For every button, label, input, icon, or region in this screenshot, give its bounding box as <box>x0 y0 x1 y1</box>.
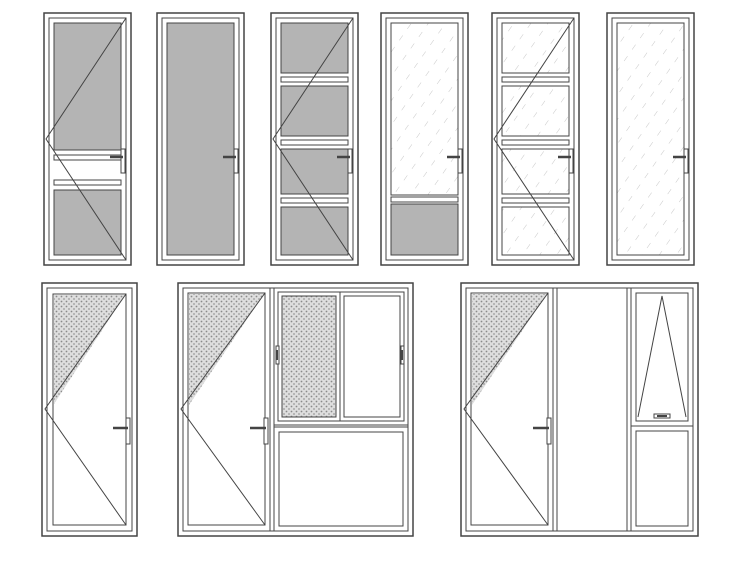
window-latch-icon <box>653 413 671 419</box>
mesh-door-single <box>41 282 138 537</box>
door-4 <box>380 12 469 266</box>
door-muntin <box>280 76 349 83</box>
door-panel <box>390 203 459 256</box>
door-handle-icon <box>447 148 463 174</box>
door-muntin <box>280 139 349 146</box>
mesh-door-with-sidelight-and-transom <box>460 282 699 537</box>
swing-line <box>45 17 127 261</box>
fixed-sidelight <box>556 287 628 532</box>
mesh-door-with-sidelight <box>177 282 414 537</box>
lower-panel-inner <box>635 430 689 527</box>
door-handle-icon <box>673 148 689 174</box>
door-6 <box>606 12 695 266</box>
mesh-screen <box>281 295 337 418</box>
door-handle-icon <box>110 148 126 174</box>
door-handle-icon <box>558 148 574 174</box>
window-latch-icon <box>400 345 405 365</box>
door-glass <box>390 22 459 196</box>
door-muntin <box>280 197 349 204</box>
swing-line <box>637 295 687 418</box>
door-handle-icon <box>533 417 552 445</box>
door-panel <box>53 189 122 256</box>
door-3 <box>270 12 359 266</box>
door-glass <box>501 85 570 137</box>
swing-line <box>463 292 549 526</box>
door-panel <box>166 22 235 256</box>
door-panel <box>280 148 349 195</box>
door-glass <box>501 206 570 256</box>
window-latch-icon <box>275 345 280 365</box>
door-panel <box>280 206 349 256</box>
swing-line <box>180 292 266 526</box>
door-2 <box>156 12 245 266</box>
window-glass <box>343 295 401 418</box>
door-panel <box>280 85 349 137</box>
mesh-screen <box>472 294 547 405</box>
door-muntin <box>53 179 122 186</box>
door-muntin <box>501 197 570 204</box>
door-handle-icon <box>223 148 239 174</box>
door-muntin <box>501 139 570 146</box>
swing-line <box>44 293 127 526</box>
awning-window-sash <box>635 292 689 422</box>
door-glass <box>501 22 570 74</box>
door-1 <box>43 12 132 266</box>
lower-panel-inner <box>278 431 404 527</box>
door-panel <box>280 22 349 74</box>
door-glass <box>501 148 570 195</box>
door-panel <box>53 22 122 151</box>
door-muntin <box>501 76 570 83</box>
swing-line <box>493 17 575 261</box>
door-glass <box>616 22 685 256</box>
mesh-screen <box>54 295 125 404</box>
mesh-screen <box>189 294 264 405</box>
door-handle-icon <box>113 417 131 445</box>
swing-line <box>272 17 354 261</box>
door-5 <box>491 12 580 266</box>
door-muntin <box>390 196 459 203</box>
door-handle-icon <box>337 148 353 174</box>
door-handle-icon <box>250 417 269 445</box>
